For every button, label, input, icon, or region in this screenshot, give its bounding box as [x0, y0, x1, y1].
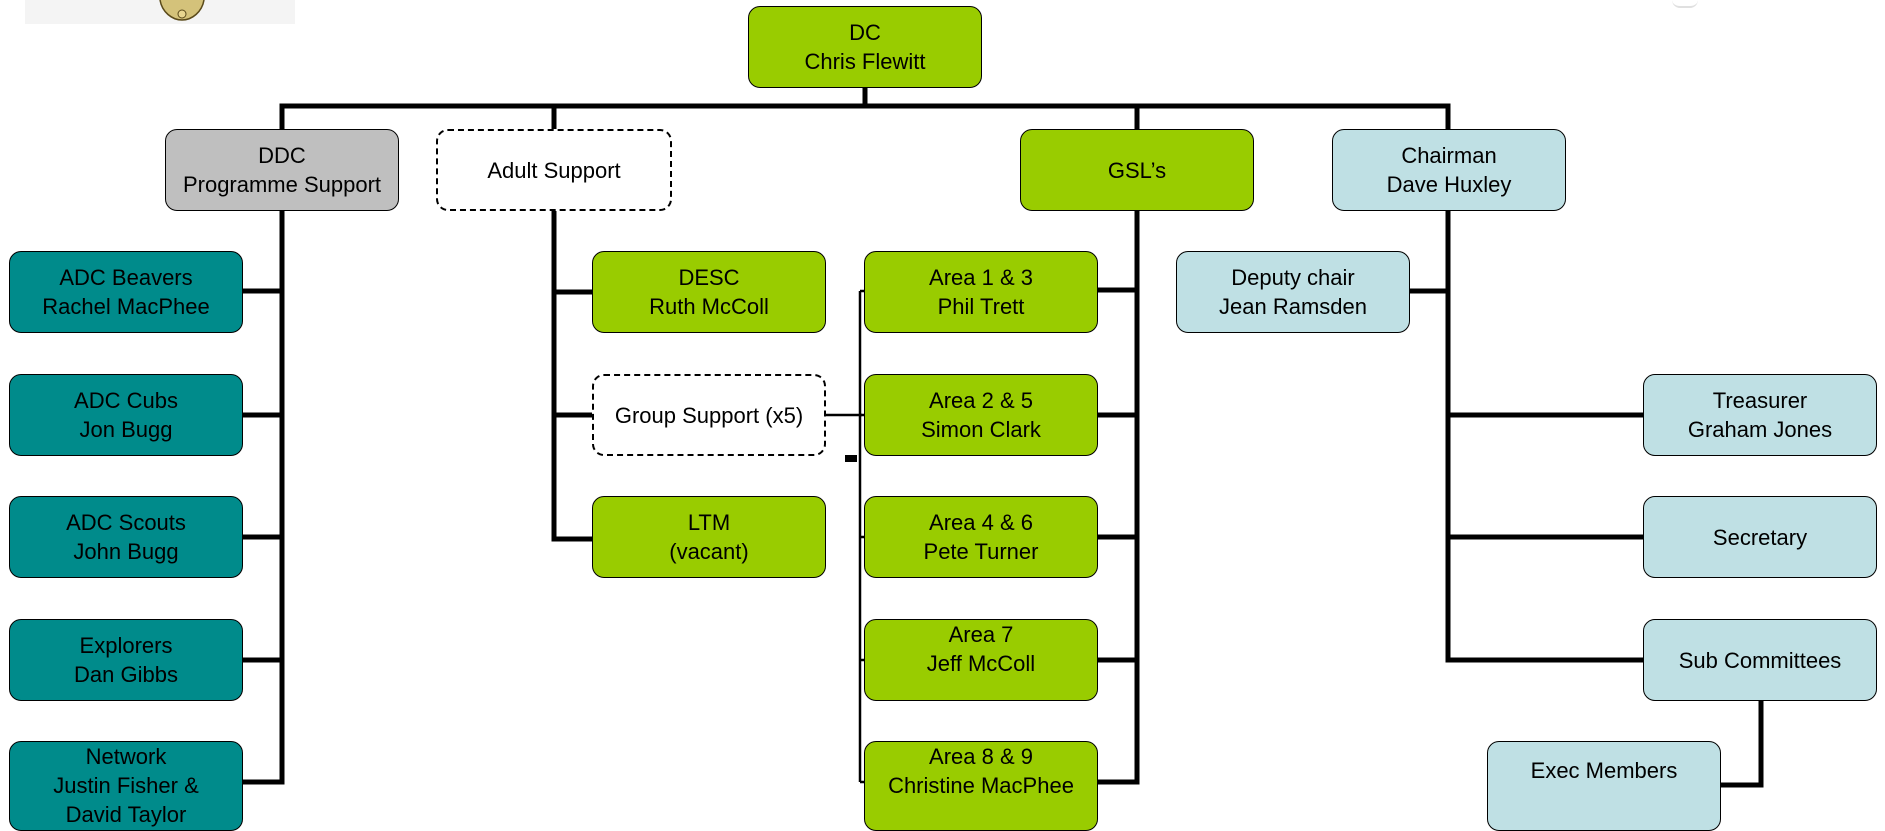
programme-line1: ADC Beavers	[59, 265, 193, 290]
area-line2: Jeff McColl	[926, 651, 1036, 676]
chairman-box: Chairman Dave Huxley	[1332, 129, 1566, 211]
committee-line1: Treasurer	[1712, 388, 1808, 413]
adult-line1: Group Support (x5)	[614, 402, 804, 428]
area-line2: Phil Trett	[937, 294, 1025, 319]
programme-line2: Jon Bugg	[79, 417, 173, 442]
area-line2: Simon Clark	[921, 417, 1041, 442]
area-box-2-5: Area 2 & 5 Simon Clark	[864, 374, 1098, 456]
programme-line2: Rachel MacPhee	[42, 294, 210, 319]
secretary-box: Secretary	[1643, 496, 1877, 578]
programme-line2: Dan Gibbs	[74, 662, 178, 687]
area-line1: Area 7	[948, 622, 1014, 647]
adult-box-desc: DESC Ruth McColl	[592, 251, 826, 333]
adult-line1: LTM	[687, 510, 731, 535]
adult-line1: DESC	[678, 265, 740, 290]
area-line2: Pete Turner	[923, 539, 1039, 564]
area-box-7: Area 7 Jeff McColl	[864, 619, 1098, 701]
programme-box-network: Network Justin Fisher & David Taylor	[9, 741, 243, 831]
committee-line2: Graham Jones	[1687, 417, 1833, 442]
sub-committees-box: Sub Committees	[1643, 619, 1877, 701]
ddc-box: DDC Programme Support	[165, 129, 399, 211]
committee-line1: Exec Members	[1530, 758, 1678, 783]
exec-members-box: Exec Members	[1487, 741, 1721, 831]
adult-support-box: Adult Support	[436, 129, 672, 211]
programme-line2: Justin Fisher &	[53, 773, 199, 798]
adult-support-label: Adult Support	[487, 157, 621, 183]
gsls-box: GSL’s	[1020, 129, 1254, 211]
area-line1: Area 4 & 6	[929, 510, 1033, 535]
adult-line2: Ruth McColl	[649, 294, 769, 319]
programme-box-beavers: ADC Beavers Rachel MacPhee	[9, 251, 243, 333]
programme-line1: ADC Cubs	[74, 388, 178, 413]
area-box-8-9: Area 8 & 9 Christine MacPhee	[864, 741, 1098, 831]
area-box-4-6: Area 4 & 6 Pete Turner	[864, 496, 1098, 578]
programme-box-explorers: Explorers Dan Gibbs	[9, 619, 243, 701]
district-logo	[25, 0, 295, 24]
corner-logo-fragment	[1672, 0, 1698, 8]
programme-box-cubs: ADC Cubs Jon Bugg	[9, 374, 243, 456]
dc-box: DC Chris Flewitt	[748, 6, 982, 88]
deputy-chair-box: Deputy chair Jean Ramsden	[1176, 251, 1410, 333]
committee-line1: Sub Committees	[1678, 647, 1842, 673]
ddc-name: Programme Support	[182, 172, 382, 197]
chairman-name: Dave Huxley	[1386, 172, 1512, 197]
programme-line1: Network	[85, 744, 167, 769]
committee-line1: Secretary	[1712, 524, 1808, 550]
area-box-1-3: Area 1 & 3 Phil Trett	[864, 251, 1098, 333]
gsls-label: GSL’s	[1107, 157, 1167, 183]
treasurer-box: Treasurer Graham Jones	[1643, 374, 1877, 456]
ddc-role: DDC	[258, 143, 306, 168]
adult-box-group-support: Group Support (x5)	[592, 374, 826, 456]
adult-line2: (vacant)	[669, 539, 749, 564]
chairman-role: Chairman	[1401, 143, 1497, 168]
area-line1: Area 2 & 5	[929, 388, 1033, 413]
area-line1: Area 8 & 9	[929, 744, 1033, 769]
programme-box-scouts: ADC Scouts John Bugg	[9, 496, 243, 578]
programme-line1: Explorers	[79, 633, 173, 658]
dc-role: DC	[849, 20, 881, 45]
committee-line2: Jean Ramsden	[1219, 294, 1367, 319]
crest-icon	[159, 0, 205, 21]
programme-line2: John Bugg	[73, 539, 179, 564]
programme-line1: ADC Scouts	[66, 510, 186, 535]
dc-name: Chris Flewitt	[804, 49, 926, 74]
adult-box-ltm: LTM (vacant)	[592, 496, 826, 578]
programme-line3: David Taylor	[65, 802, 187, 827]
committee-line1: Deputy chair	[1231, 265, 1355, 290]
area-line2: Christine MacPhee	[888, 773, 1074, 798]
area-line1: Area 1 & 3	[929, 265, 1033, 290]
